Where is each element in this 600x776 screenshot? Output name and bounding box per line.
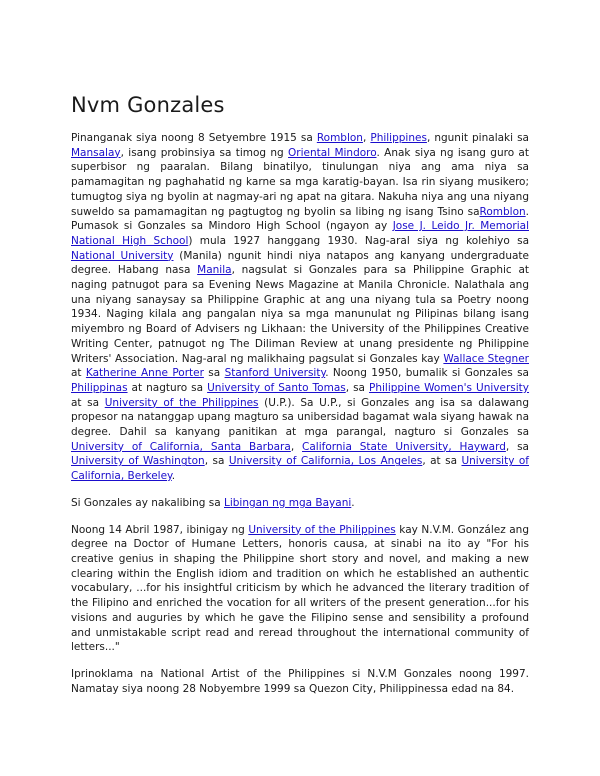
text-run: , nagsulat si Gonzales para sa Philippin…	[71, 264, 530, 365]
text-run: , sa	[505, 440, 529, 453]
text-run: ) mula 1927 hanggang 1930. Nag-aral siya…	[188, 234, 530, 247]
link-philippine-womens-university[interactable]: Philippine Women's University	[369, 381, 530, 394]
honorary-degree-paragraph: Noong 14 Abril 1987, ibinigay ng Univers…	[71, 523, 529, 655]
text-run: . Pumasok si Gonzales sa Mindoro High Sc…	[71, 205, 529, 233]
text-run: ,	[362, 132, 371, 144]
text-run: .	[351, 496, 355, 509]
text-run: ,	[290, 440, 303, 453]
link-romblon[interactable]: Romblon	[316, 132, 363, 144]
text-run: (U.P.). Sa U.P., si Gonzales ang isa sa …	[71, 396, 529, 439]
text-run: sa	[203, 367, 225, 380]
text-run: , ngunit pinalaki sa	[426, 132, 529, 144]
text-run: (Manila) ngunit hindi niya natapos ang k…	[71, 249, 530, 277]
link-national-university[interactable]: National University	[71, 249, 174, 262]
link-mansalay[interactable]: Mansalay	[71, 146, 121, 159]
text-run: Noong 14 Abril 1987, ibinigay ng	[71, 523, 249, 536]
page-title: Nvm Gonzales	[71, 93, 225, 117]
link-university-of-washington[interactable]: University of Washington	[71, 455, 205, 468]
text-run: . Anak siya ng isang guro at superbisor …	[71, 146, 529, 218]
text-run: Iprinoklama na National Artist of the Ph…	[71, 667, 529, 695]
link-csu-hayward[interactable]: California State University, Hayward	[302, 440, 506, 453]
link-uc-berkeley[interactable]: University of California, Berkeley	[71, 455, 530, 483]
burial-paragraph: Si Gonzales ay nakalibing sa Libingan ng…	[71, 496, 529, 511]
text-run: at	[71, 367, 86, 380]
link-oriental-mindoro[interactable]: Oriental Mindoro	[288, 146, 377, 159]
link-uc-santa-barbara[interactable]: University of California, Santa Barbara	[71, 440, 291, 453]
link-manila[interactable]: Manila	[197, 264, 232, 277]
text-run: at sa	[71, 396, 105, 409]
link-philippinas[interactable]: Philippinas	[71, 381, 128, 394]
text-run: , sa	[204, 455, 229, 468]
link-philippines[interactable]: Philippines	[370, 132, 427, 144]
text-run: Pinanganak siya noong 8 Setyembre 1915 s…	[71, 132, 317, 144]
text-run: , sa	[345, 381, 370, 394]
article-body: Nvm Gonzales Pinanganak siya noong 8 Set…	[71, 93, 529, 708]
text-run: , isang probinsiya sa timog ng	[120, 146, 289, 159]
link-ucla[interactable]: University of California, Los Angeles	[228, 455, 423, 468]
text-run: Si Gonzales ay nakalibing sa	[71, 496, 224, 509]
link-wallace-stegner[interactable]: Wallace Stegner	[443, 352, 529, 365]
link-university-of-the-philippines-2[interactable]: University of the Philippines	[248, 523, 396, 536]
link-romblon-2[interactable]: Romblon	[479, 205, 526, 218]
text-run: , at sa	[422, 455, 462, 468]
text-run: .	[171, 470, 176, 483]
national-artist-paragraph: Iprinoklama na National Artist of the Ph…	[71, 667, 529, 696]
link-university-of-santo-tomas[interactable]: University of Santo Tomas	[207, 381, 346, 394]
link-libingan-ng-mga-bayani[interactable]: Libingan ng mga Bayani	[224, 496, 352, 509]
link-stanford-university[interactable]: Stanford University	[224, 367, 326, 380]
biography-paragraph: Pinanganak siya noong 8 Setyembre 1915 s…	[71, 131, 529, 484]
link-katherine-anne-porter[interactable]: Katherine Anne Porter	[85, 367, 204, 380]
text-run: kay N.V.M. González ang degree na Doctor…	[71, 523, 529, 654]
text-run: . Noong 1950, bumalik si Gonzales sa	[325, 367, 529, 380]
text-run: at nagturo sa	[127, 381, 208, 394]
link-university-of-the-philippines[interactable]: University of the Philippines	[104, 396, 259, 409]
link-leido-high-school[interactable]: Jose J. Leido Jr. Memorial National High…	[71, 220, 529, 247]
